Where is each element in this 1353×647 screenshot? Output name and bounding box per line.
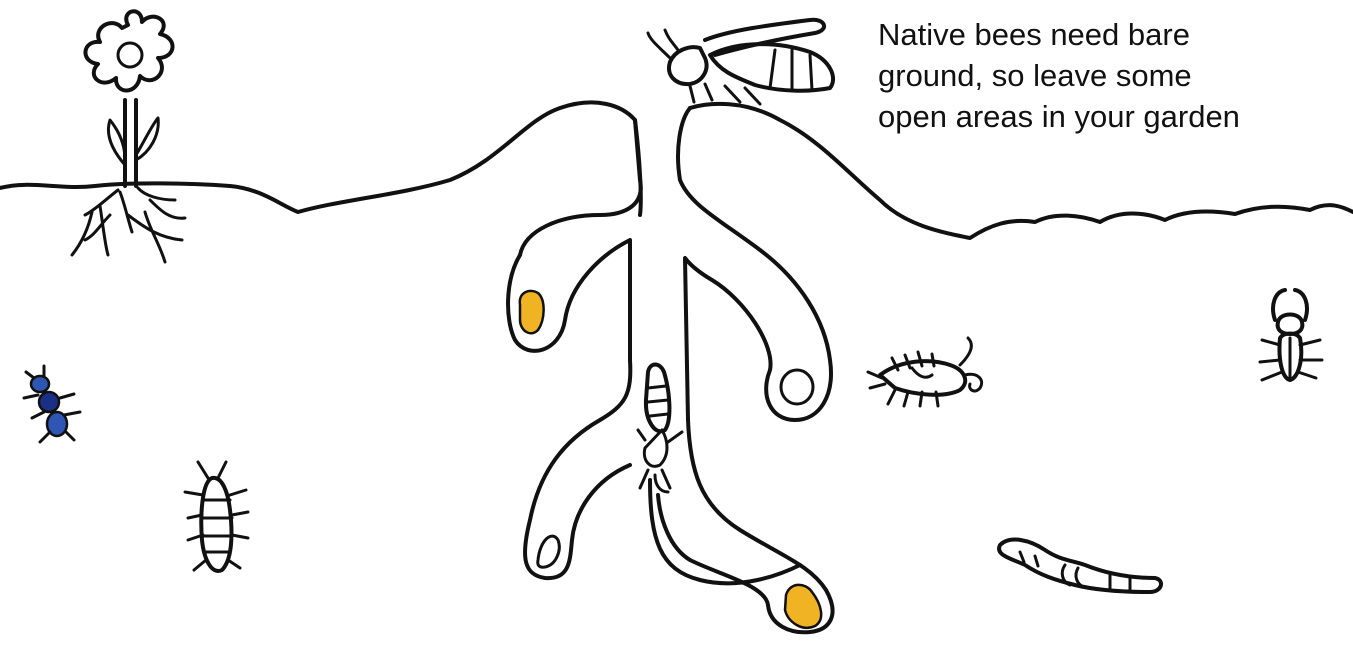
flower-icon: [72, 11, 185, 262]
beetle-icon: [24, 366, 80, 442]
bee-icon: [648, 20, 833, 104]
stag-beetle-icon: [1260, 290, 1322, 380]
pollen-cell-lower-right: [785, 585, 821, 628]
bee-icon-tunnel: [638, 365, 682, 493]
caption-line-1: Native bees need bare: [878, 14, 1338, 55]
caption-line-3: open areas in your garden: [878, 96, 1338, 137]
caption-line-2: ground, so leave some: [878, 55, 1338, 96]
empty-cell-lower-left: [538, 536, 559, 567]
pollen-cell-upper-left: [520, 291, 544, 333]
empty-cell-right: [781, 370, 813, 404]
earwig-icon: [185, 462, 248, 571]
caption-text: Native bees need bare ground, so leave s…: [878, 14, 1338, 137]
worm-icon: [999, 540, 1161, 592]
centipede-icon: [868, 338, 982, 406]
